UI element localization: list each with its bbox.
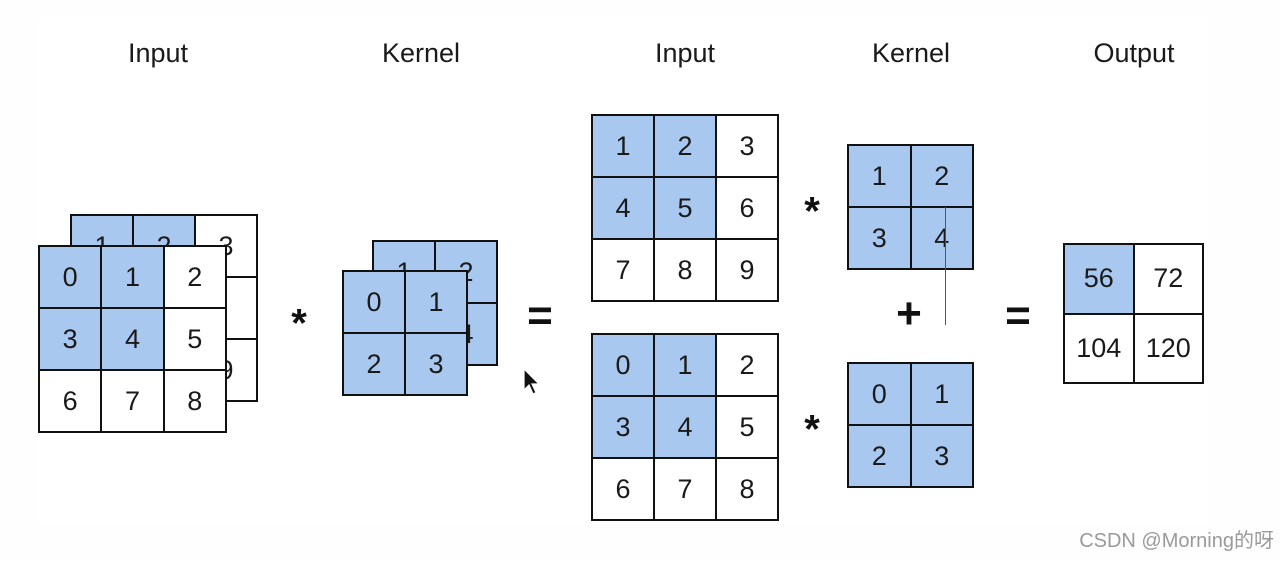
matrix-cell: 104 xyxy=(1064,313,1134,383)
heading-input-left: Input xyxy=(127,38,189,68)
matrix-cell: 6 xyxy=(39,370,102,432)
equals-operator-left: = xyxy=(527,291,553,340)
matrix-cell: 2 xyxy=(848,425,911,487)
matrix-cell: 2 xyxy=(343,333,405,395)
matrix-cell: 1 xyxy=(101,246,164,308)
heading-output: Output xyxy=(1093,38,1175,68)
heading-kernel-right: Kernel xyxy=(871,38,951,68)
matrix-cell: 3 xyxy=(910,425,973,487)
matrix-cell: 7 xyxy=(592,239,654,301)
matrix-cell: 72 xyxy=(1133,244,1203,314)
conv-operator-left: * xyxy=(291,301,307,346)
matrix-cell: 5 xyxy=(716,396,778,458)
matrix-cell: 4 xyxy=(101,308,164,370)
matrix-cell: 2 xyxy=(654,115,716,177)
matrix-cell: 0 xyxy=(39,246,102,308)
matrix-cell: 3 xyxy=(848,207,911,269)
matrix-cell: 56 xyxy=(1064,244,1134,314)
matrix-cell: 4 xyxy=(592,177,654,239)
matrix-cell: 7 xyxy=(101,370,164,432)
matrix-cell: 5 xyxy=(654,177,716,239)
matrix-cell: 1 xyxy=(848,145,911,207)
matrix-cell: 8 xyxy=(716,458,778,520)
matrix-cell: 120 xyxy=(1133,313,1203,383)
matrix-cell: 4 xyxy=(910,207,973,269)
matrix-cell: 6 xyxy=(716,177,778,239)
watermark: CSDN @Morning的呀 xyxy=(1079,530,1274,552)
matrix-cell: 2 xyxy=(163,246,226,308)
equals-operator-right: = xyxy=(1005,291,1031,340)
conv-operator-ch0: * xyxy=(804,407,820,452)
matrix-cell: 3 xyxy=(592,396,654,458)
matrix-cell: 8 xyxy=(163,370,226,432)
matrix-cell: 1 xyxy=(910,363,973,425)
matrix-cell: 4 xyxy=(654,396,716,458)
matrix-cell: 3 xyxy=(39,308,102,370)
matrix-cell: 5 xyxy=(163,308,226,370)
heading-kernel-left: Kernel xyxy=(381,38,461,68)
matrix-cell: 1 xyxy=(405,271,467,333)
matrix-cell: 6 xyxy=(592,458,654,520)
matrix-cell: 7 xyxy=(654,458,716,520)
divider-line xyxy=(945,207,946,325)
matrix-cell: 1 xyxy=(654,334,716,396)
matrix-cell: 2 xyxy=(716,334,778,396)
matrix-cell: 3 xyxy=(405,333,467,395)
plus-operator: + xyxy=(896,289,922,338)
matrix-cell: 2 xyxy=(910,145,973,207)
matrix-cell: 0 xyxy=(343,271,405,333)
matrix-cell: 9 xyxy=(716,239,778,301)
matrix-cell: 0 xyxy=(848,363,911,425)
matrix-cell: 8 xyxy=(654,239,716,301)
matrix-cell: 1 xyxy=(592,115,654,177)
heading-input-right: Input xyxy=(654,38,716,68)
matrix-cell: 3 xyxy=(716,115,778,177)
mouse-cursor-icon xyxy=(523,368,541,395)
conv-operator-ch1: * xyxy=(804,189,820,234)
matrix-cell: 0 xyxy=(592,334,654,396)
